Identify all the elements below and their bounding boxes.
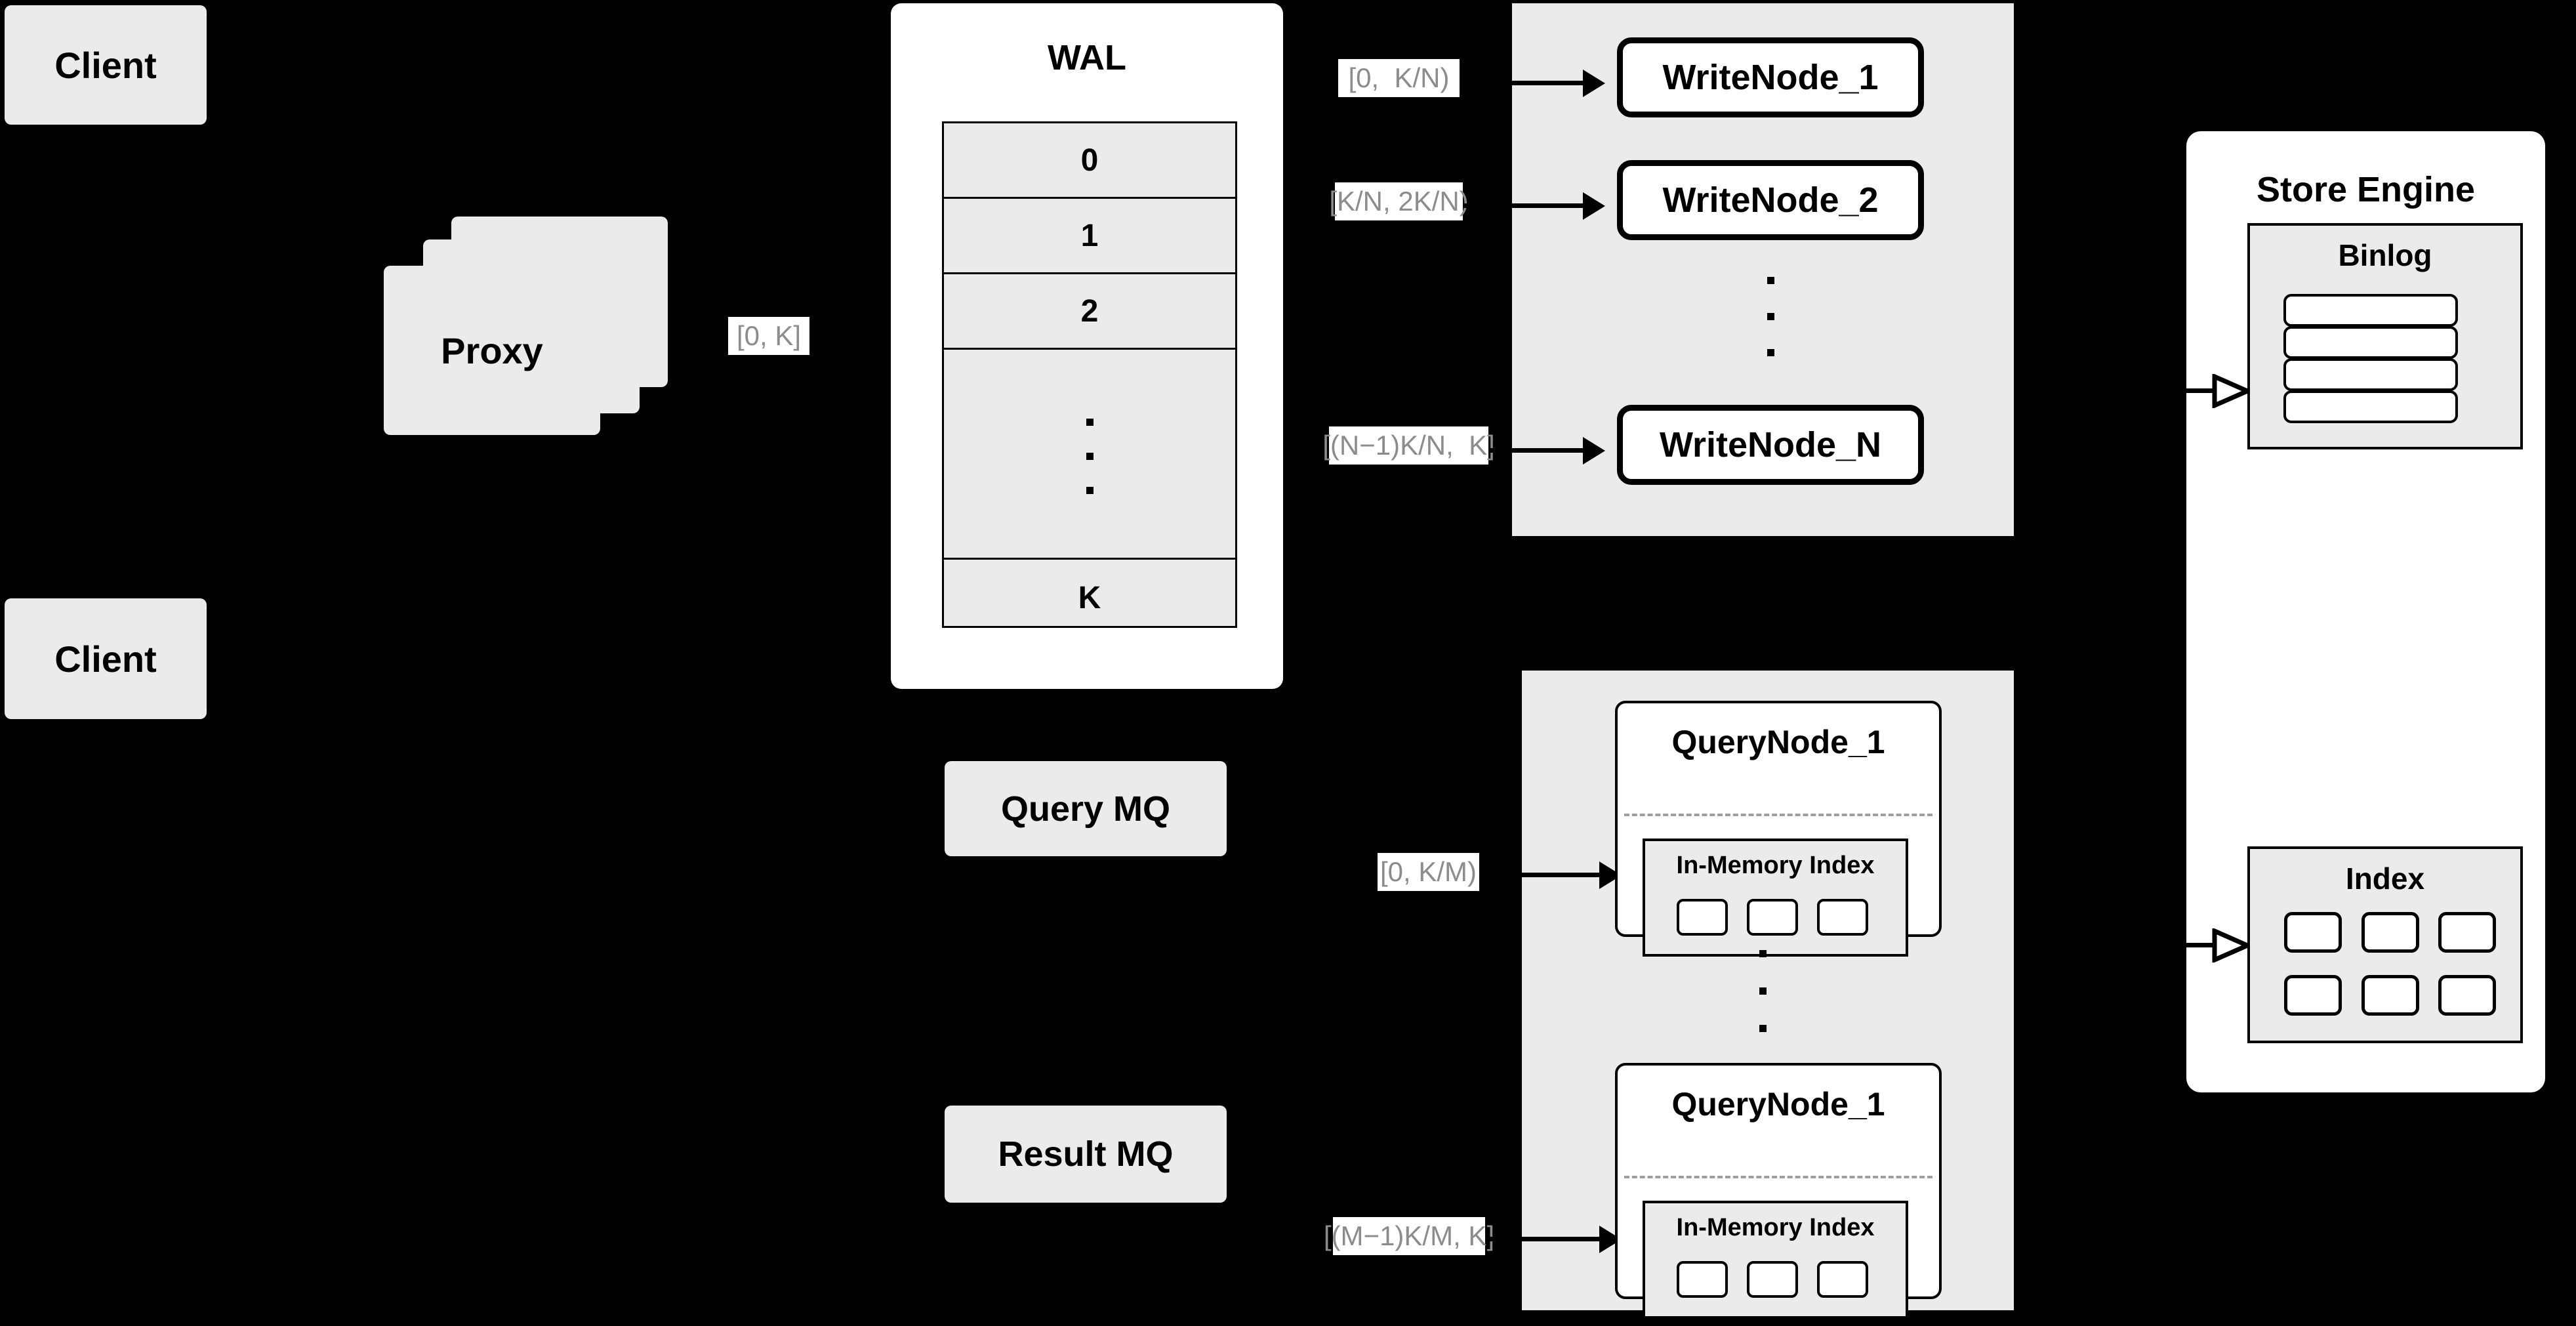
write-node-1[interactable]: WriteNode_1 xyxy=(1617,37,1924,117)
wal-row[interactable]: 2 xyxy=(944,274,1235,350)
wal-row-ellipsis xyxy=(944,350,1235,560)
query-node-separator xyxy=(1624,814,1932,816)
write-node-label: WriteNode_N xyxy=(1659,425,1882,465)
write-node-ellipsis-icon xyxy=(1767,277,1774,356)
binlog-row[interactable] xyxy=(2283,294,2458,327)
index-cell[interactable] xyxy=(1747,1261,1798,1298)
proxy-box[interactable]: Proxy xyxy=(384,266,600,435)
wal-table: 0 1 2 K xyxy=(942,121,1237,628)
write-node-range-label-n: [(N−1)K/N, K] xyxy=(1322,426,1495,465)
arrow-line-querynode-2 xyxy=(1486,1237,1599,1241)
query-node-1[interactable]: QueryNode_1 In-Memory Index xyxy=(1615,701,1942,957)
store-engine-container: Store Engine Binlog Index xyxy=(2186,131,2545,1092)
index-cell[interactable] xyxy=(2361,912,2419,953)
write-node-label: WriteNode_2 xyxy=(1662,180,1879,220)
result-mq-label: Result MQ xyxy=(998,1134,1174,1174)
binlog-title: Binlog xyxy=(2338,238,2432,272)
query-node-ellipsis-icon xyxy=(1759,950,1767,1032)
index-cell[interactable] xyxy=(2361,975,2419,1016)
index-cell[interactable] xyxy=(2284,975,2342,1016)
query-mq-box[interactable]: Query MQ xyxy=(945,761,1227,856)
binlog-row[interactable] xyxy=(2283,326,2458,359)
in-memory-index-title: In-Memory Index xyxy=(1676,852,1875,879)
index-panel: Index xyxy=(2247,846,2523,1043)
binlog-row[interactable] xyxy=(2283,390,2458,423)
result-mq-box[interactable]: Result MQ xyxy=(945,1106,1227,1203)
write-node-2[interactable]: WriteNode_2 xyxy=(1617,160,1924,240)
wal-row[interactable]: K xyxy=(1078,580,1101,615)
index-cell[interactable] xyxy=(1677,1261,1728,1298)
arrow-line-writenode-2 xyxy=(1464,203,1583,208)
vertical-ellipsis-icon xyxy=(1086,419,1094,494)
write-node-range-label-2: [K/N, 2K/N) xyxy=(1329,182,1469,220)
index-cell[interactable] xyxy=(2284,912,2342,953)
in-memory-index-title: In-Memory Index xyxy=(1676,1214,1875,1241)
query-node-range-label-1: [0, K/M) xyxy=(1378,853,1479,891)
arrow-line-querynode-1 xyxy=(1480,873,1599,877)
wal-container: WAL 0 1 2 K xyxy=(891,3,1283,689)
index-cell[interactable] xyxy=(1817,1261,1868,1298)
client-label: Client xyxy=(54,638,157,680)
query-node-range-label-2: [(M−1)K/M, K] xyxy=(1324,1217,1494,1255)
in-memory-index-panel-1: In-Memory Index xyxy=(1643,839,1908,957)
proxy-range-label: [0, K] xyxy=(728,317,809,355)
arrow-head-writenode-2 xyxy=(1583,192,1605,220)
query-node-2[interactable]: QueryNode_1 In-Memory Index xyxy=(1615,1063,1942,1319)
arrow-head-writenode-n xyxy=(1583,437,1605,465)
binlog-row[interactable] xyxy=(2283,358,2458,391)
arrow-head-writenode-1 xyxy=(1583,70,1605,97)
wal-row[interactable]: 0 xyxy=(944,123,1235,199)
query-node-separator xyxy=(1624,1176,1932,1178)
wal-title: WAL xyxy=(1048,38,1126,77)
query-mq-label: Query MQ xyxy=(1000,789,1171,829)
index-cell[interactable] xyxy=(1817,899,1868,936)
in-memory-index-panel-2: In-Memory Index xyxy=(1643,1201,1908,1319)
store-engine-title: Store Engine xyxy=(2256,170,2476,209)
proxy-label: Proxy xyxy=(441,329,543,371)
arrow-line-writenode-1 xyxy=(1462,81,1583,85)
query-node-label: QueryNode_1 xyxy=(1671,724,1885,760)
arrow-line-index xyxy=(2186,943,2227,947)
index-title: Index xyxy=(2345,861,2425,896)
index-cell[interactable] xyxy=(1747,899,1798,936)
write-node-n[interactable]: WriteNode_N xyxy=(1617,405,1924,485)
index-cell[interactable] xyxy=(2438,912,2496,953)
proxy-stack-stub xyxy=(610,333,668,363)
binlog-panel: Binlog xyxy=(2247,223,2523,449)
client-box-2[interactable]: Client xyxy=(5,598,207,719)
write-node-label: WriteNode_1 xyxy=(1662,58,1879,97)
client-box-1[interactable]: Client xyxy=(5,5,207,125)
index-cell[interactable] xyxy=(1677,899,1728,936)
index-cell[interactable] xyxy=(2438,975,2496,1016)
arrow-line-writenode-n xyxy=(1489,448,1583,453)
wal-row[interactable]: 1 xyxy=(944,199,1235,274)
client-label: Client xyxy=(54,44,157,86)
write-node-range-label-1: [0, K/N) xyxy=(1338,59,1460,97)
arrow-line-binlog xyxy=(2186,388,2227,393)
query-node-label: QueryNode_1 xyxy=(1671,1086,1885,1123)
